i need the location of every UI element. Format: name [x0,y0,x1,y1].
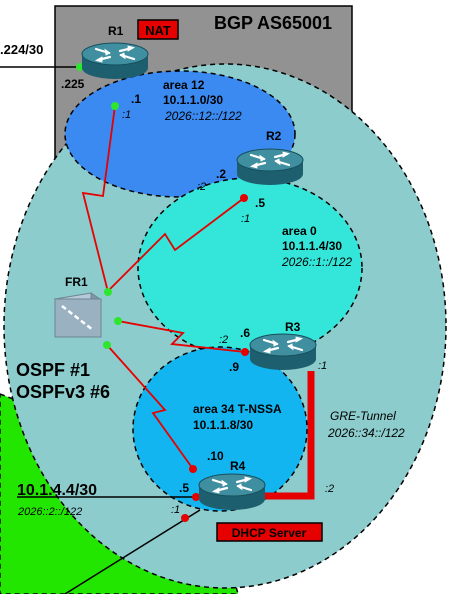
area12-name: area 12 [163,78,205,92]
frame-relay-switch-icon[interactable] [53,292,103,338]
external-net-bottom-ipv6: 2026::2::/122 [17,506,82,518]
area0-ellipse [137,177,363,359]
area0-network: 10.1.1.4/30 [282,239,342,253]
router-r2-icon[interactable] [235,147,305,187]
nat-label: NAT [145,23,171,38]
iface-r2-2: .2 [216,167,226,181]
iface-r4-5: .5 [179,481,189,495]
ospf-label-line2: OSPFv3 #6 [16,382,110,402]
interface-endpoints [76,63,249,522]
iface-r1-v6: :1 [122,109,131,121]
link-r3-fr1 [117,320,246,353]
iface-r2-v6-2: :2 [197,181,206,193]
iface-r3-v6-1: :1 [318,360,327,372]
area34-ellipse [132,346,308,512]
router-r1-label: R1 [108,24,124,38]
frame-relay-label: FR1 [65,275,88,289]
gre-tunnel-name: GRE-Tunnel [330,409,396,423]
area12-ipv6: 2026::12::/122 [164,109,242,123]
area34-name: area 34 T-NSSA [193,402,282,416]
link-r2-fr1 [106,197,245,293]
gre-tunnel-ipv6: 2026::34::/122 [327,426,405,440]
area12-network: 10.1.1.0/30 [163,93,223,107]
nat-badge [137,19,179,40]
bgp-as-label: BGP AS65001 [214,13,332,33]
router-r1-icon[interactable] [80,41,150,81]
iface-r2-5: .5 [255,196,265,210]
external-net-bottom: 10.1.4.4/30 [17,482,97,499]
iface-r3-v6-2: :2 [219,334,228,346]
iface-r2-v6-1: :1 [241,213,250,225]
ospf-label-line1: OSPF #1 [16,360,90,380]
router-r3-label: R3 [285,320,301,334]
area0-name: area 0 [282,224,317,238]
dhcp-server-label: DHCP Server [232,526,307,540]
router-r2-label: R2 [266,129,282,143]
area34-network: 10.1.1.8/30 [193,418,253,432]
frame-relay-links [81,105,246,470]
iface-r4-v6-1: :1 [171,504,180,516]
iface-r1-1: .1 [131,92,141,106]
router-r4-icon[interactable] [197,472,267,512]
iface-r4-v6-2: :2 [325,483,334,495]
iface-r1-225: .225 [61,77,85,91]
link-r1-fr1 [81,105,116,293]
iface-r3-6: .6 [240,326,250,340]
iface-r4-10: .10 [207,449,224,463]
gre-tunnel [265,371,315,500]
router-r3-icon[interactable] [248,332,318,372]
link-r4-bottom [64,509,201,594]
external-net-top-left: .224/30 [0,42,43,57]
router-r4-label: R4 [230,459,246,473]
iface-r3-9: .9 [229,360,239,374]
dhcp-server-badge [216,522,323,542]
area0-ipv6: 2026::1::/122 [281,255,352,269]
link-r4-fr1 [106,344,194,470]
